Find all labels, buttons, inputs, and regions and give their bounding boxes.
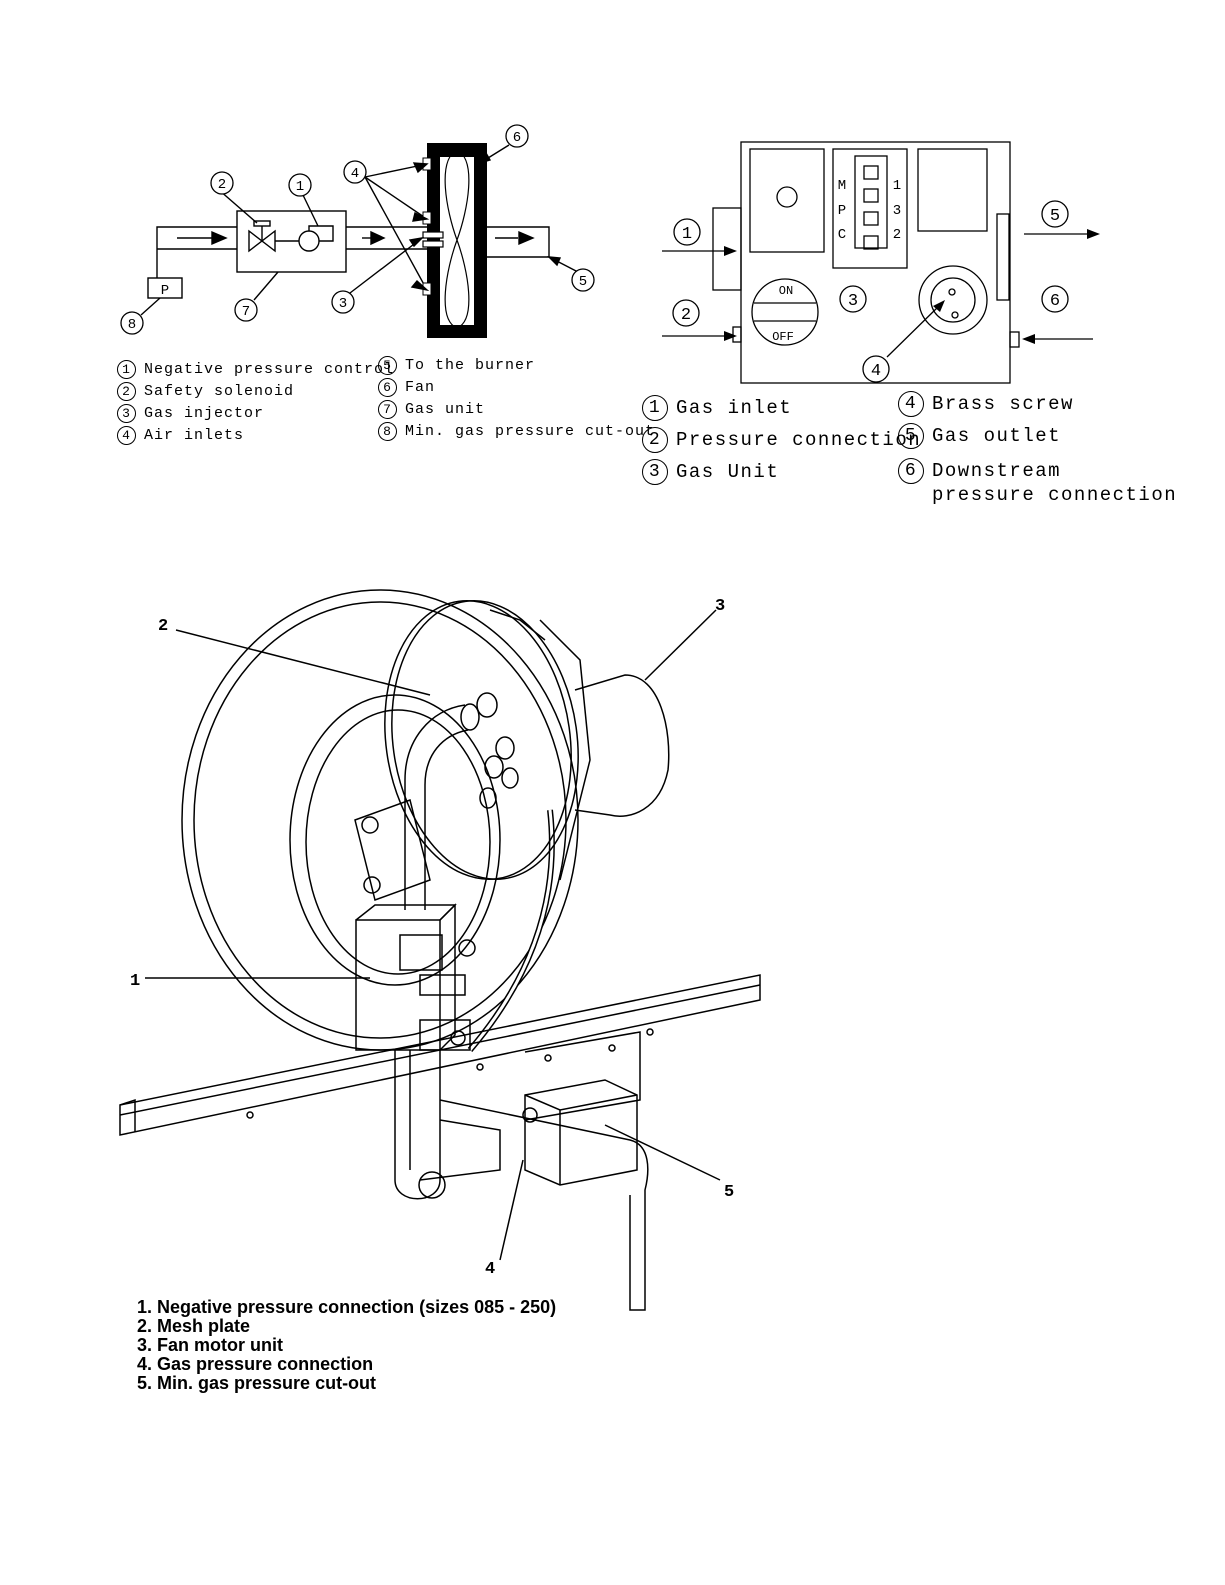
callout-3: 3 xyxy=(715,597,725,616)
number-2: 2 xyxy=(893,227,901,243)
callout-1: 1 xyxy=(296,179,304,195)
legend-item: pressure connection xyxy=(932,484,1178,506)
callout-5: 5 xyxy=(579,274,587,290)
callout-4: 4 xyxy=(871,362,881,381)
callout-4: 4 xyxy=(485,1260,495,1279)
gas-unit-diagram: M P C 1 3 2 ON OFF 1 2 3 4 5 6 xyxy=(662,141,1100,384)
callout-3: 3 xyxy=(339,296,347,312)
callout-4: 4 xyxy=(351,166,359,182)
callout-5: 5 xyxy=(1050,207,1060,226)
pressure-switch-label: P xyxy=(161,283,169,299)
switch-off-label: OFF xyxy=(772,330,794,344)
callout-2: 2 xyxy=(681,306,691,325)
callout-3: 3 xyxy=(848,292,858,311)
number-1: 1 xyxy=(893,178,901,194)
letter-m: M xyxy=(838,178,846,194)
callout-1: 1 xyxy=(130,972,140,991)
callout-1: 1 xyxy=(682,225,692,244)
letter-p: P xyxy=(838,203,846,219)
callout-2: 2 xyxy=(158,617,168,636)
legend-item: 2. Mesh plate xyxy=(137,1316,251,1336)
legend-item: 5. Min. gas pressure cut-out xyxy=(137,1373,377,1393)
number-3: 3 xyxy=(893,203,901,219)
legend-item: 3. Fan motor unit xyxy=(137,1335,283,1355)
burner-legend: 1. Negative pressure connection (sizes 0… xyxy=(137,1298,556,1393)
legend-item: 4. Gas pressure connection xyxy=(137,1354,374,1374)
callout-8: 8 xyxy=(128,317,136,333)
burner-illustration: 2 3 1 4 5 xyxy=(119,589,761,1311)
callout-6: 6 xyxy=(513,130,521,146)
callout-6: 6 xyxy=(1050,292,1060,311)
callout-5: 5 xyxy=(724,1183,734,1202)
legend-item: 1. Negative pressure connection (sizes 0… xyxy=(137,1297,557,1317)
callout-2: 2 xyxy=(218,177,226,193)
switch-on-label: ON xyxy=(779,284,793,298)
callout-7: 7 xyxy=(242,304,250,320)
gas-train-schematic: P 1 2 3 4 5 6 7 8 xyxy=(120,124,595,338)
letter-c: C xyxy=(838,227,846,243)
